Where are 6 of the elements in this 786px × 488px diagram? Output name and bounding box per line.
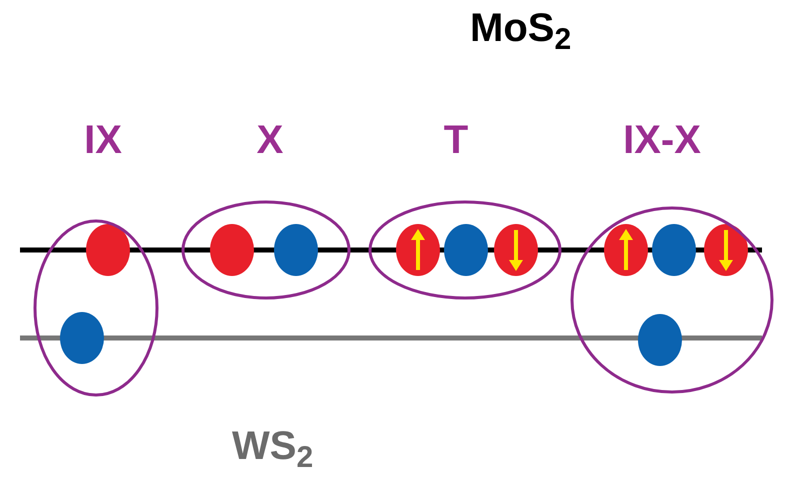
exciton-heading: T bbox=[444, 120, 468, 160]
exciton-heading: IX bbox=[84, 120, 122, 160]
exciton-heading: IX-X bbox=[623, 120, 701, 160]
layer-label: WS$_{2}$ bbox=[232, 426, 314, 466]
exciton-heading: X bbox=[256, 120, 284, 160]
layer-label: MoS$_{2}$ bbox=[470, 8, 572, 48]
